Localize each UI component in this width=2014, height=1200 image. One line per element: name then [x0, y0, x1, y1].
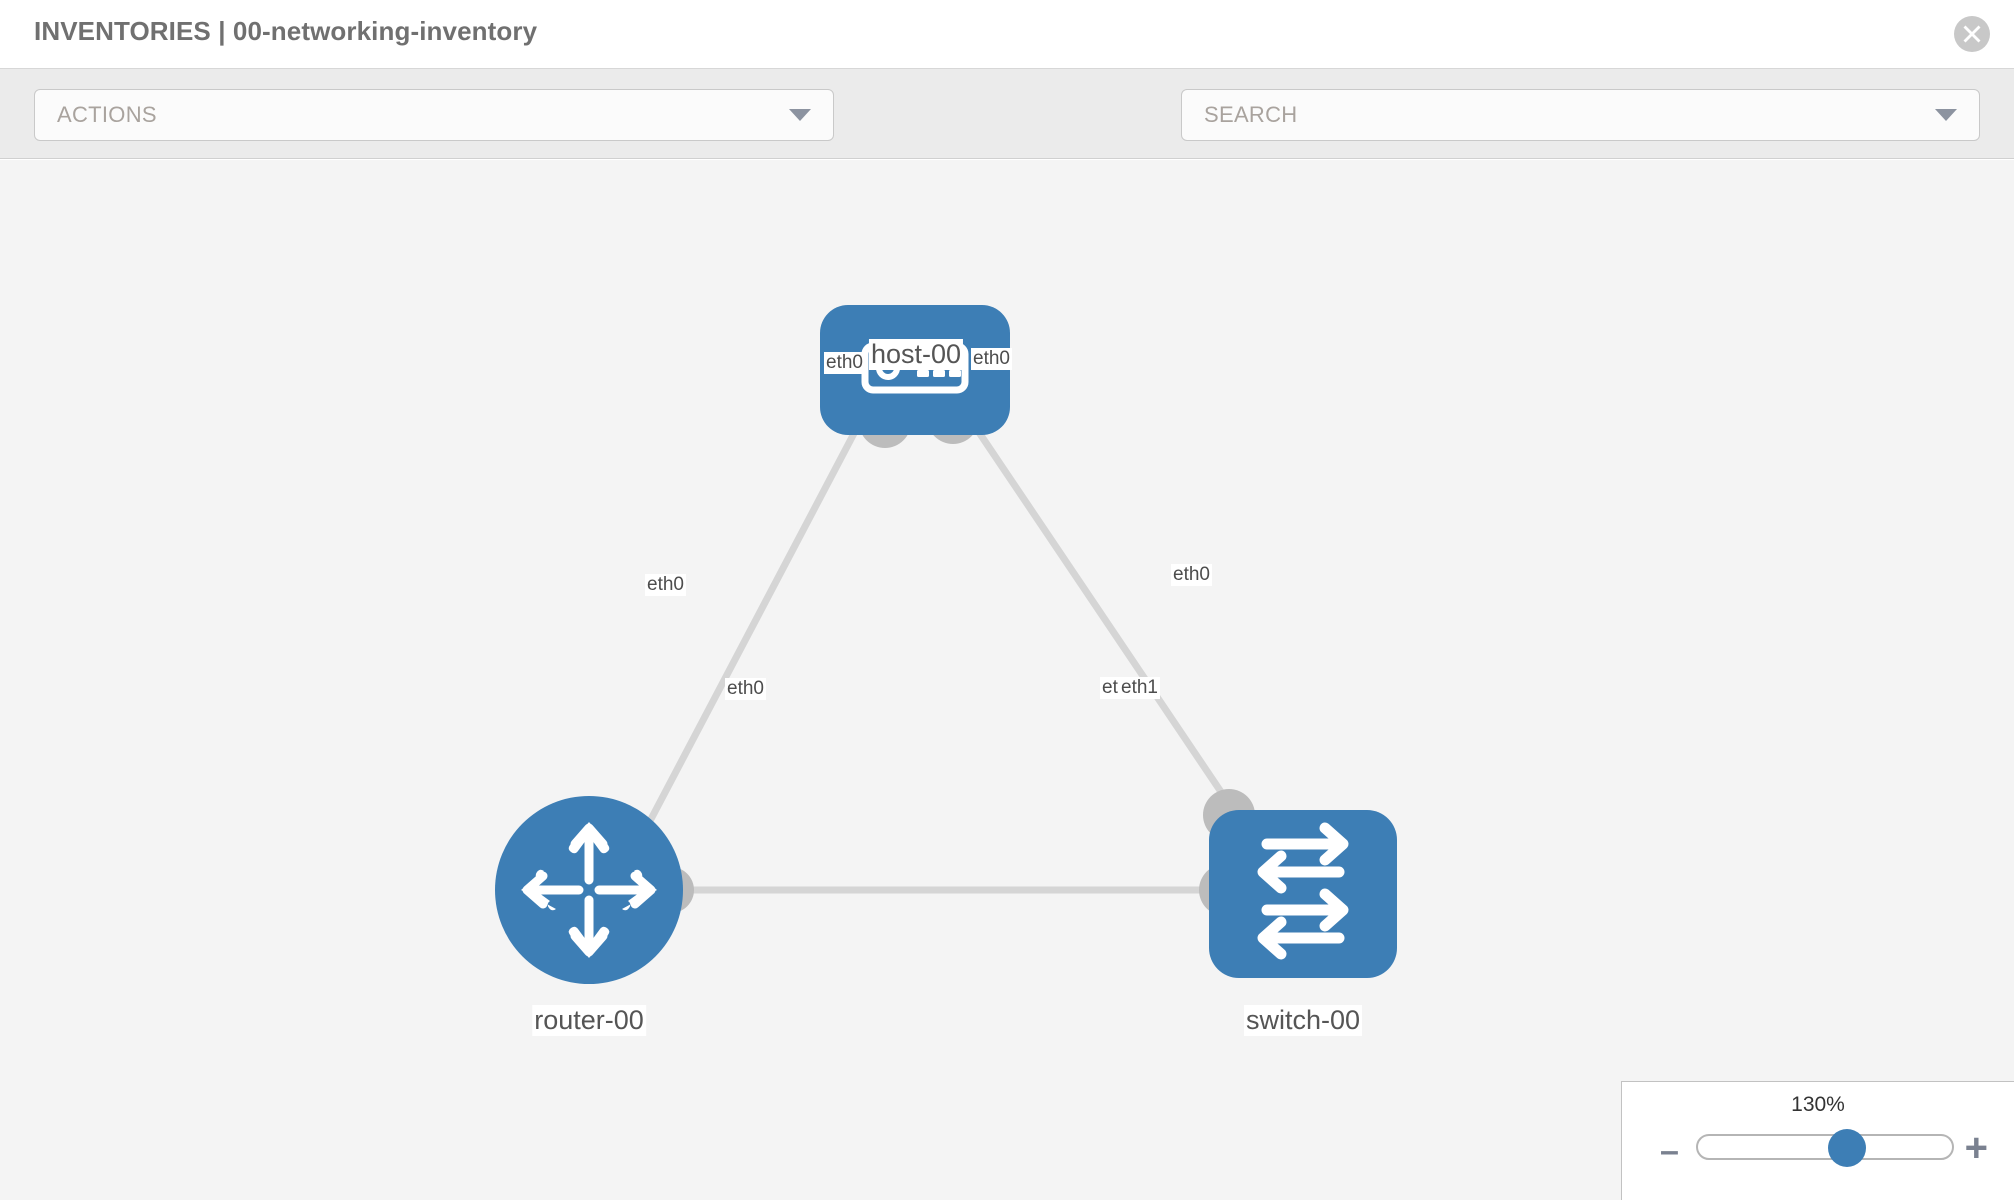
page-header: INVENTORIES | 00-networking-inventory	[0, 0, 2014, 69]
router-arrows-icon	[521, 822, 657, 958]
zoom-slider[interactable]	[1696, 1129, 1954, 1167]
node-router-00[interactable]	[495, 796, 683, 984]
zoom-percent-label: 130%	[1791, 1093, 1845, 1116]
iface-label: eth0	[725, 678, 766, 700]
chevron-down-icon	[789, 109, 811, 121]
node-label-switch-00: switch-00	[1243, 1005, 1363, 1036]
actions-dropdown[interactable]: ACTIONS	[34, 89, 834, 141]
zoom-out-button[interactable]: –	[1660, 1132, 1679, 1170]
iface-label: eth1	[1119, 677, 1160, 699]
iface-label: eth0	[645, 574, 686, 596]
link-host00-switch00	[968, 418, 1252, 836]
node-label-host-00: host-00	[868, 339, 964, 370]
link-host00-router00	[636, 418, 864, 844]
iface-label: eth0	[971, 348, 1012, 370]
close-icon[interactable]	[1954, 16, 1990, 52]
iface-label: eth0	[1171, 564, 1212, 586]
chevron-down-icon	[1935, 109, 1957, 121]
actions-dropdown-label: ACTIONS	[57, 102, 157, 127]
zoom-slider-thumb[interactable]	[1827, 1129, 1866, 1167]
iface-label: eth0	[824, 352, 865, 374]
page-title: INVENTORIES | 00-networking-inventory	[34, 16, 538, 46]
zoom-control-panel: 130% – +	[1621, 1081, 2014, 1200]
toolbar: ACTIONS SEARCH	[0, 69, 2014, 206]
links-layer	[636, 418, 1252, 894]
node-switch-00[interactable]	[1209, 810, 1397, 978]
topology-canvas[interactable]: host-00 router-00 switch-00 eth0 eth0 et…	[0, 160, 2014, 1200]
search-dropdown[interactable]: SEARCH	[1181, 89, 1980, 141]
topology-graph	[495, 305, 1397, 984]
search-input[interactable]: SEARCH	[1204, 102, 1298, 127]
node-label-router-00: router-00	[532, 1005, 646, 1036]
zoom-in-button[interactable]: +	[1964, 1126, 1988, 1170]
switch-arrows-icon	[1257, 822, 1349, 960]
